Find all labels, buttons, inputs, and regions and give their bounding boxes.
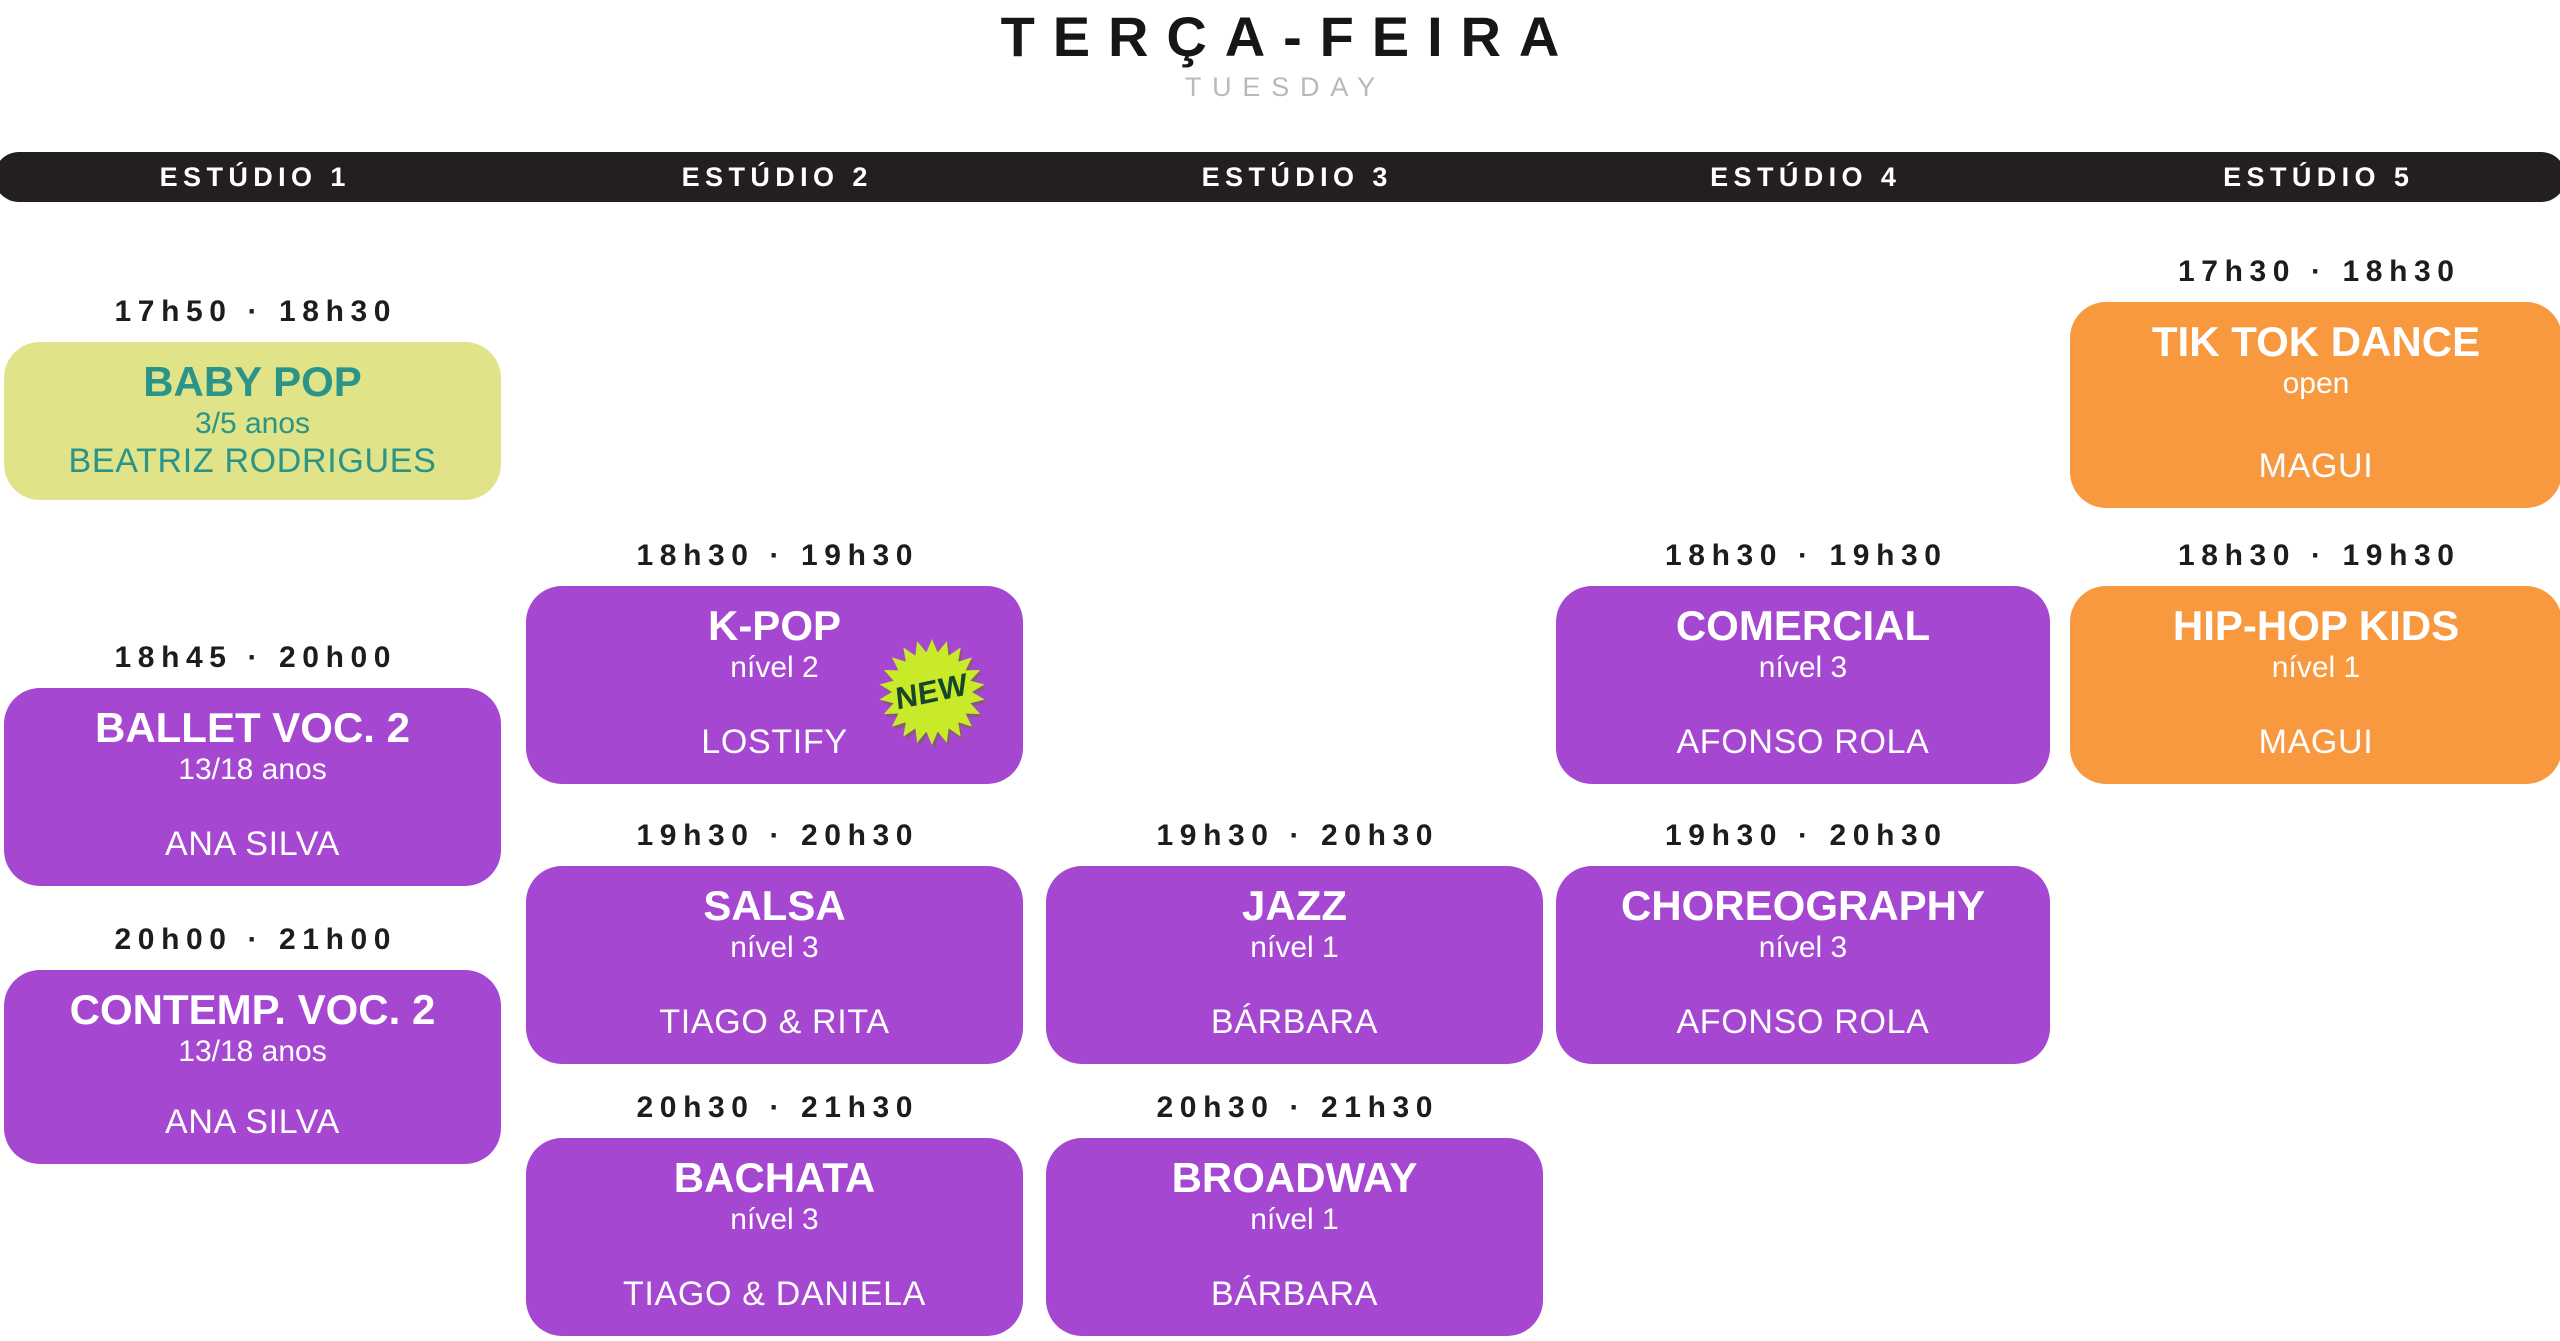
class-name: BROADWAY xyxy=(1171,1154,1418,1201)
class-name: TIK TOK DANCE xyxy=(2151,318,2481,365)
class-level: nível 1 xyxy=(1250,931,1339,965)
class-instructor: AFONSO ROLA xyxy=(1676,723,1930,761)
studio-label: ESTÚDIO 5 xyxy=(2223,161,2415,192)
class-instructor: ANA SILVA xyxy=(165,825,340,863)
studio-label: ESTÚDIO 3 xyxy=(1201,161,1393,192)
class-name: K-POP xyxy=(707,602,841,649)
class-time: 19h30 · 20h30 xyxy=(1156,819,1440,852)
class-instructor: BEATRIZ RODRIGUES xyxy=(68,441,437,480)
class-name: CONTEMP. VOC. 2 xyxy=(69,986,436,1033)
class-name: BALLET VOC. 2 xyxy=(94,704,411,751)
class-time: 18h30 · 19h30 xyxy=(1665,539,1948,572)
page-title: TERÇA-FEIRA xyxy=(1000,5,1578,68)
class-level: nível 3 xyxy=(1758,931,1848,965)
class-time: 19h30 · 20h30 xyxy=(636,819,920,852)
class-time: 20h30 · 21h30 xyxy=(1156,1091,1440,1124)
class-name: SALSA xyxy=(703,882,846,929)
class-instructor: BÁRBARA xyxy=(1210,1275,1379,1313)
class-level: 3/5 anos xyxy=(194,407,311,441)
class-instructor: MAGUI xyxy=(2258,723,2374,761)
new-badge-star-icon xyxy=(879,639,985,745)
class-instructor: BÁRBARA xyxy=(1210,1003,1379,1041)
class-level: nível 3 xyxy=(730,931,819,965)
class-level: 13/18 anos xyxy=(178,1035,327,1069)
class-time: 20h00 · 21h00 xyxy=(114,923,398,956)
class-time: 18h30 · 19h30 xyxy=(2178,539,2461,572)
class-level: nível 2 xyxy=(730,651,819,685)
class-name: HIP-HOP KIDS xyxy=(2172,602,2460,649)
class-instructor: ANA SILVA xyxy=(165,1103,340,1141)
class-level: nível 1 xyxy=(1250,1203,1339,1237)
class-level: open xyxy=(2282,367,2350,401)
studio-label: ESTÚDIO 2 xyxy=(681,161,873,192)
class-instructor: MAGUI xyxy=(2258,447,2374,485)
class-time: 18h30 · 19h30 xyxy=(636,539,920,572)
class-time: 17h30 · 18h30 xyxy=(2178,255,2461,288)
class-time: 20h30 · 21h30 xyxy=(636,1091,920,1124)
class-level: nível 3 xyxy=(1758,651,1848,685)
class-level: nível 1 xyxy=(2271,651,2361,685)
class-instructor: TIAGO & RITA xyxy=(659,1003,890,1041)
class-time: 17h50 · 18h30 xyxy=(114,295,398,328)
new-badge: NEW xyxy=(878,638,986,746)
class-name: COMERCIAL xyxy=(1675,602,1931,649)
studio-label: ESTÚDIO 1 xyxy=(159,161,351,192)
class-level: 13/18 anos xyxy=(178,753,327,787)
class-instructor: TIAGO & DANIELA xyxy=(622,1275,927,1313)
studio-label: ESTÚDIO 4 xyxy=(1710,161,1902,192)
class-instructor: LOSTIFY xyxy=(701,723,848,761)
class-name: JAZZ xyxy=(1242,882,1347,929)
class-time: 18h45 · 20h00 xyxy=(114,641,398,674)
page-header: TERÇA-FEIRA TUESDAY xyxy=(0,6,2560,103)
studio-header-bar xyxy=(0,152,2560,202)
class-name: BACHATA xyxy=(673,1154,876,1201)
class-instructor: AFONSO ROLA xyxy=(1676,1003,1930,1041)
class-level: nível 3 xyxy=(730,1203,819,1237)
class-name: CHOREOGRAPHY xyxy=(1620,882,1986,929)
page-subtitle: TUESDAY xyxy=(1184,71,1386,102)
class-name: BABY POP xyxy=(143,358,362,405)
class-time: 19h30 · 20h30 xyxy=(1665,819,1948,852)
